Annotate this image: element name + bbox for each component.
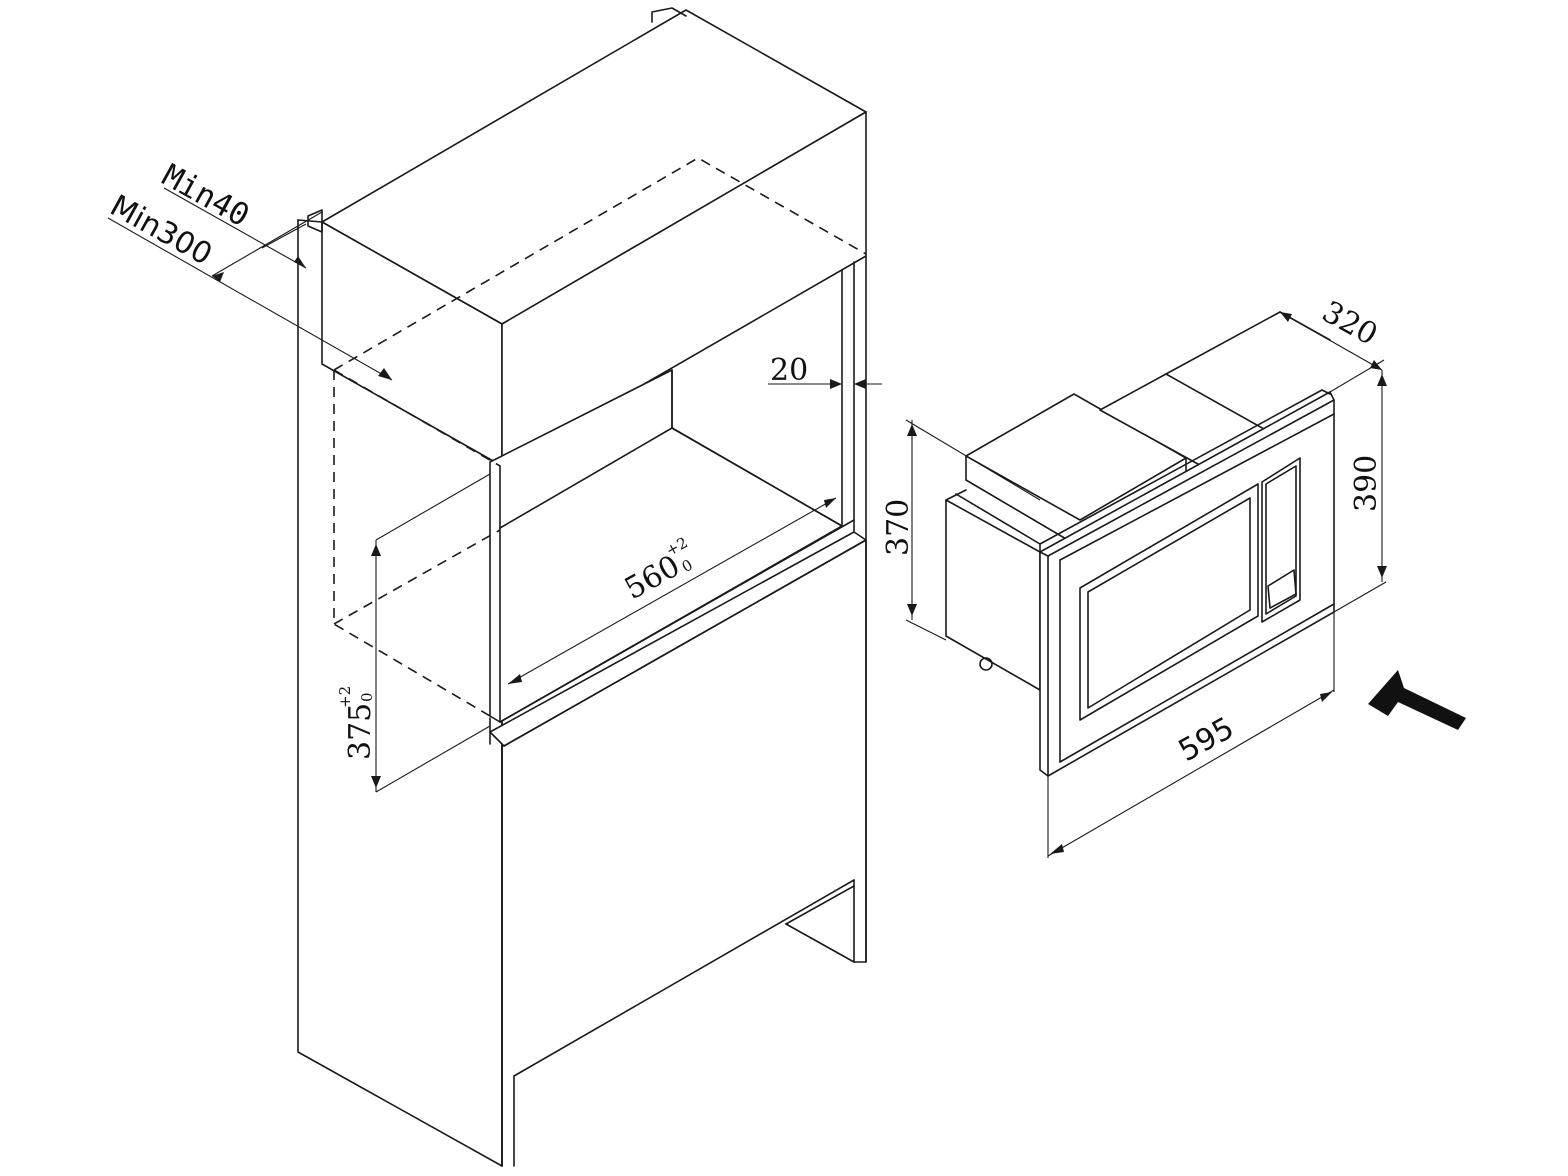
- dimension-body-height: 370: [881, 419, 1041, 641]
- insert-direction-arrow-icon: [1368, 670, 1466, 730]
- frame-width-label: 595: [1173, 711, 1240, 769]
- dimension-depth: 320: [1279, 294, 1385, 393]
- niche-height-label: 375: [343, 703, 378, 760]
- tall-cabinet: [297, 7, 867, 1167]
- side-gap-label: 20: [770, 353, 808, 388]
- niche-height-tol-upper: +2: [336, 686, 354, 708]
- body-height-label: 370: [881, 499, 916, 556]
- niche-height-tol-lower: 0: [358, 692, 376, 702]
- depth-label: 320: [1316, 294, 1383, 352]
- dimension-side-gap: 20: [768, 353, 882, 389]
- frame-height-label: 390: [1349, 455, 1384, 512]
- dimension-frame-height: 390: [1333, 370, 1387, 613]
- dimension-niche-height: 375 +2 0: [336, 473, 491, 793]
- microwave-appliance: [945, 311, 1335, 777]
